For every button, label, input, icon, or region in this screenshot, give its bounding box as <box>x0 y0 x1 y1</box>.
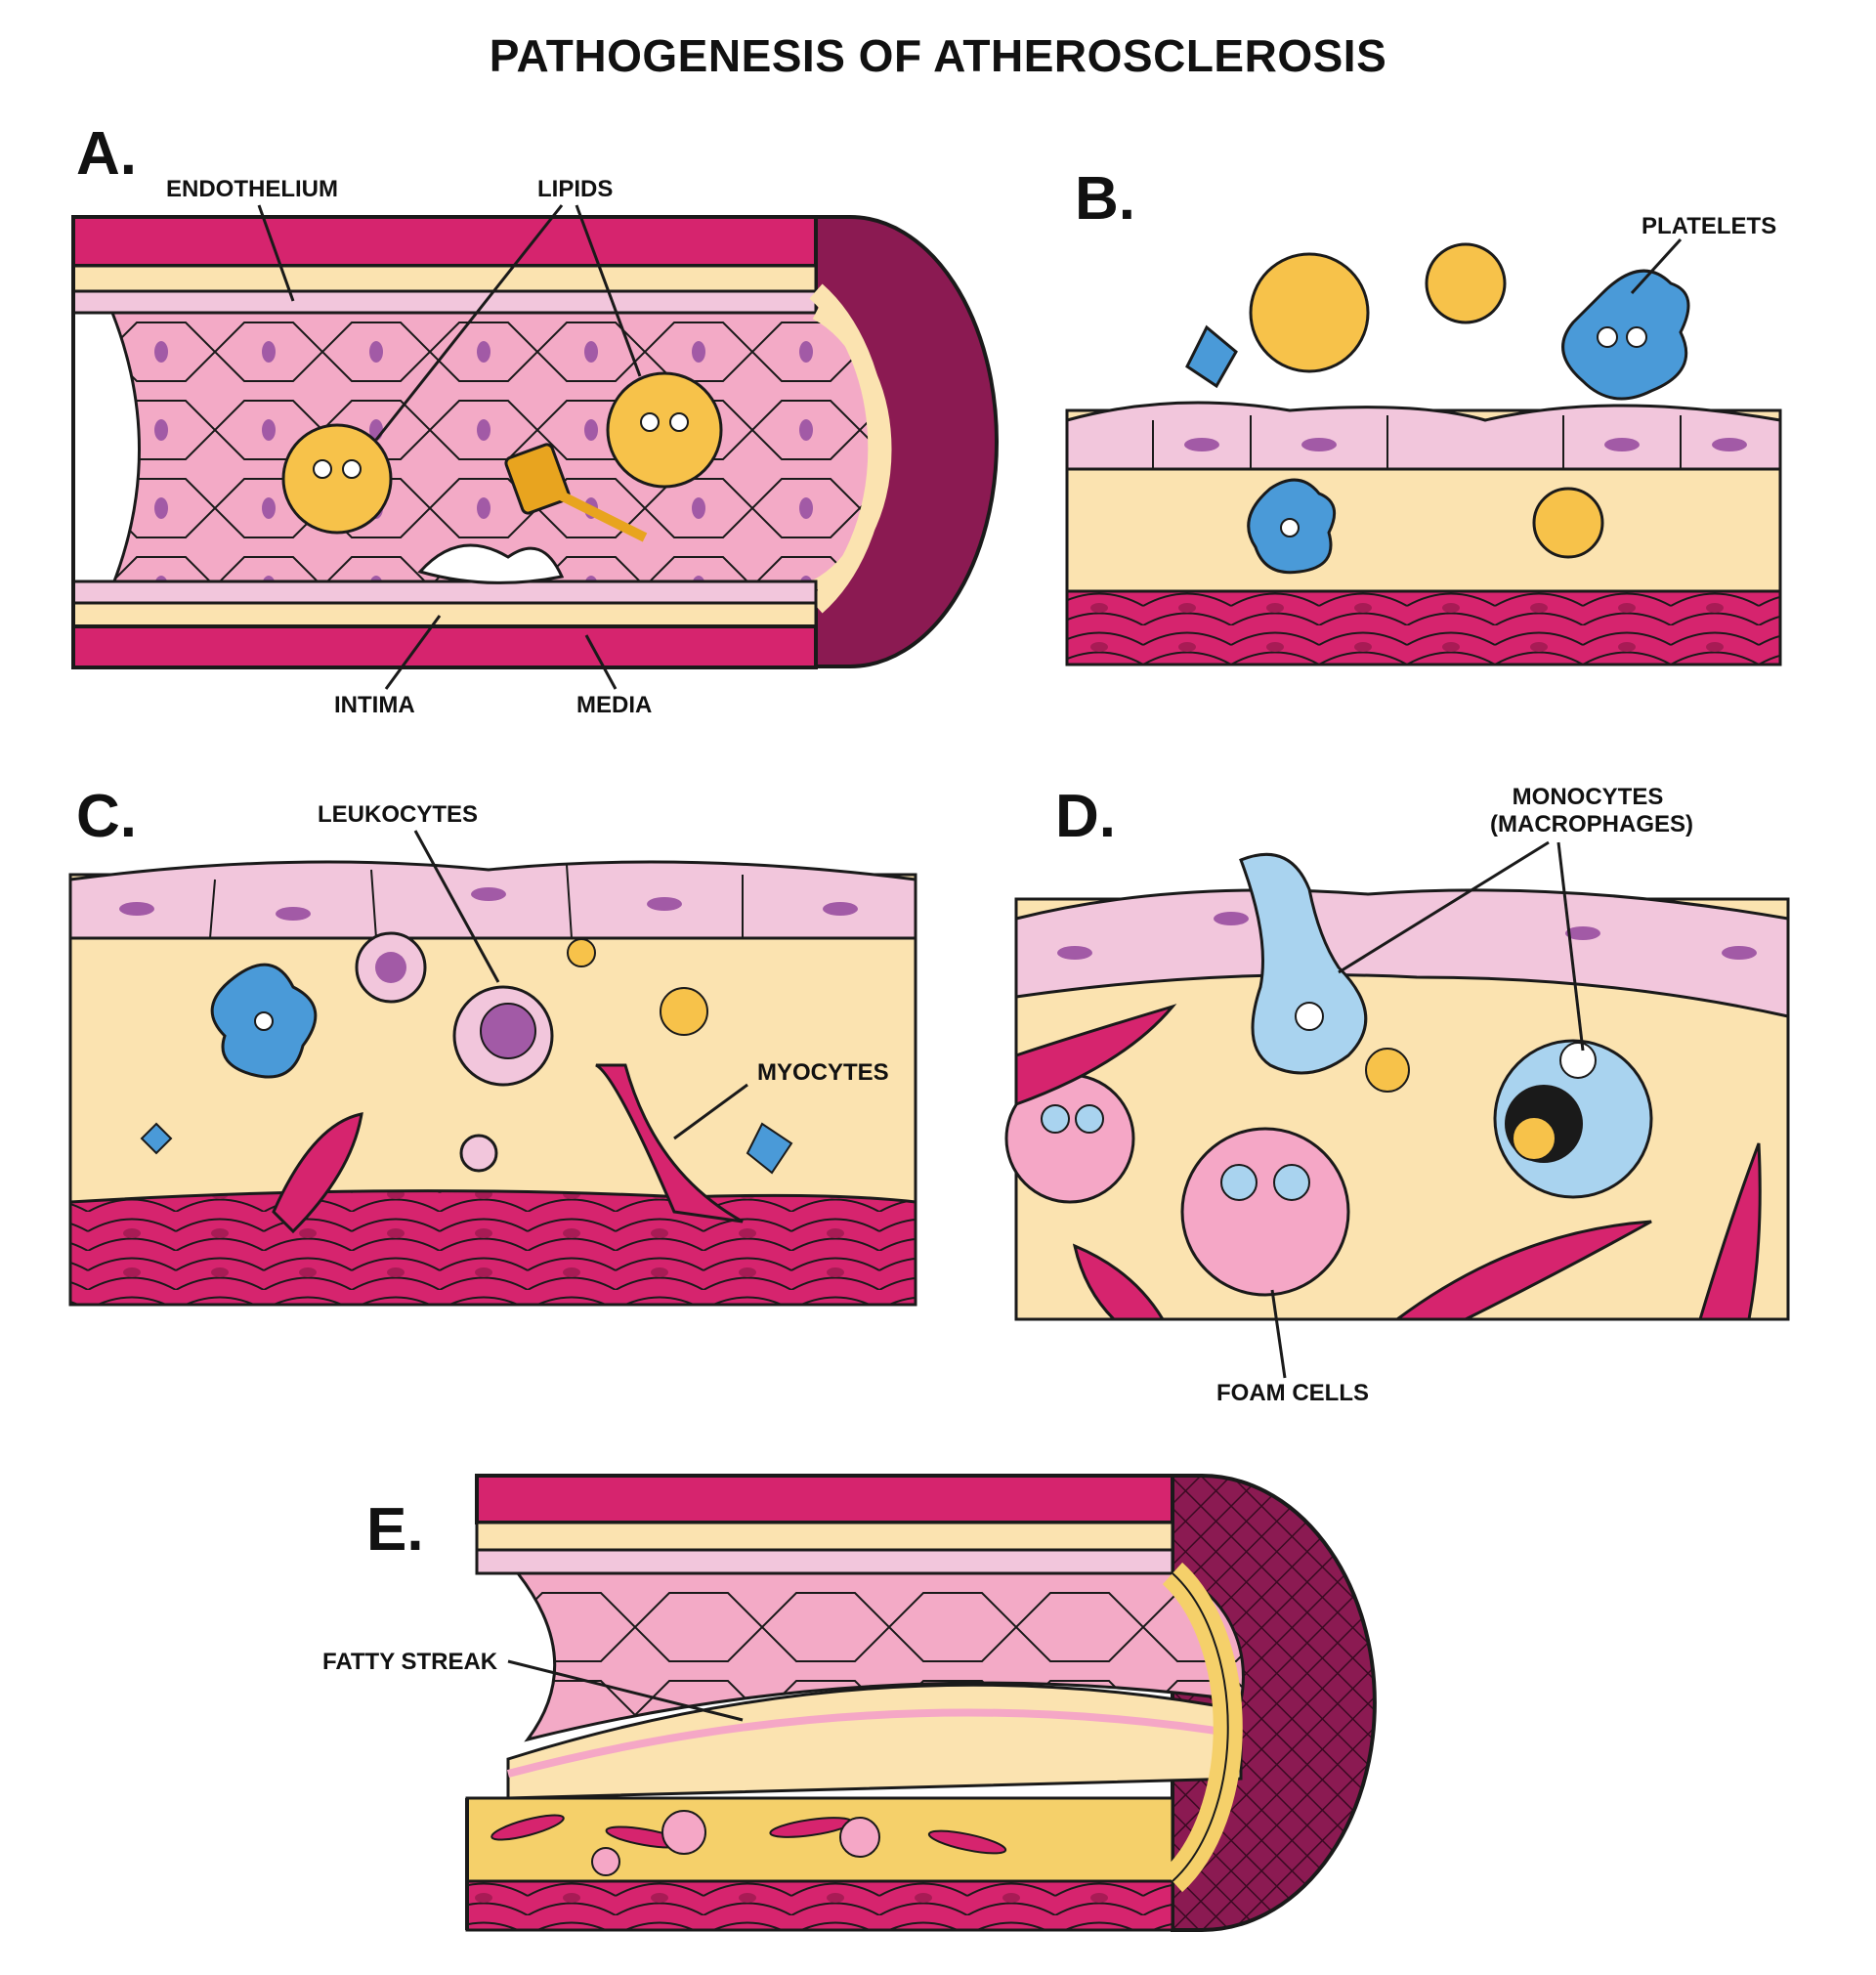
panel-d-tissue <box>1004 852 1790 1321</box>
label-monocytes-line2: (MACROPHAGES) <box>1490 811 1693 837</box>
label-media: MEDIA <box>576 692 653 718</box>
panel-e-vessel <box>465 1474 1377 1932</box>
panel-b-leader-line <box>1630 237 1683 295</box>
panel-c-letter: C. <box>76 783 137 850</box>
page-title: PATHOGENESIS OF ATHEROSCLEROSIS <box>489 30 1387 81</box>
label-foam-cells: FOAM CELLS <box>1216 1380 1369 1406</box>
panel-d-leader-lines <box>1270 840 1585 1379</box>
label-monocytes-line1: MONOCYTES <box>1512 784 1664 810</box>
label-monocytes: MONOCYTES (MACROPHAGES) <box>1490 784 1693 838</box>
panel-b-letter: B. <box>1075 165 1135 233</box>
label-intima: INTIMA <box>334 692 415 718</box>
panel-c-leader-lines <box>413 830 748 1140</box>
panel-a-letter: A. <box>76 120 137 188</box>
panel-e-letter: E. <box>366 1496 424 1564</box>
panel-a-leader-lines <box>257 204 642 690</box>
panel-e-leader-line <box>507 1659 744 1722</box>
panel-b-tissue <box>1065 242 1782 666</box>
label-platelets: PLATELETS <box>1642 213 1777 239</box>
label-myocytes: MYOCYTES <box>757 1059 889 1086</box>
label-lipids: LIPIDS <box>537 176 614 202</box>
label-endothelium: ENDOTHELIUM <box>166 176 338 202</box>
panel-c-tissue <box>68 860 917 1307</box>
label-fatty-streak: FATTY STREAK <box>322 1649 498 1675</box>
panel-d-letter: D. <box>1055 783 1116 850</box>
label-leukocytes: LEUKOCYTES <box>318 801 479 828</box>
panel-a-vessel <box>71 215 999 669</box>
